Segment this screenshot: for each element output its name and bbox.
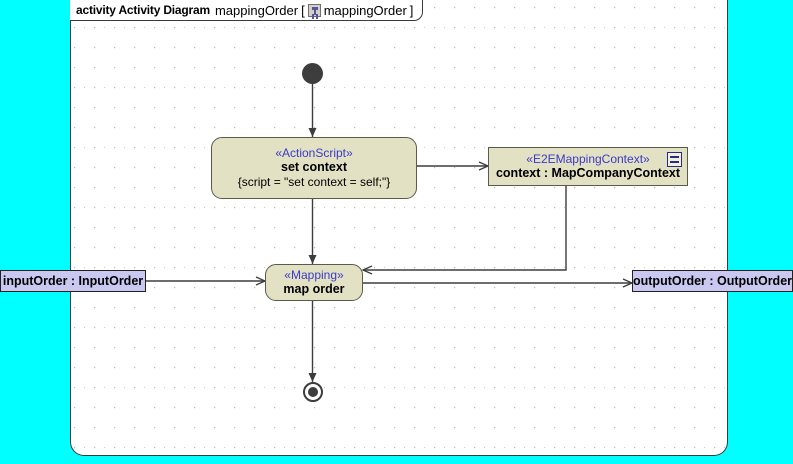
activity-parameter-output-order[interactable]: outputOrder : OutputOrder <box>632 270 793 292</box>
stereotype-label: «ActionScript» <box>275 146 353 160</box>
stereotype-label: «E2EMappingContext» <box>526 151 650 166</box>
parameter-label: inputOrder : InputOrder <box>2 274 144 288</box>
grid-dots-secondary <box>71 0 727 455</box>
object-node-context[interactable]: «E2EMappingContext» context : MapCompany… <box>488 147 688 186</box>
action-script-body: {script = "set context = self;"} <box>237 175 391 189</box>
diagram-keyword: activity Activity Diagram <box>76 3 210 17</box>
parameter-label: outputOrder : OutputOrder <box>633 274 793 288</box>
initial-node[interactable] <box>302 63 323 84</box>
action-name: set context <box>281 160 347 174</box>
diagram-name: mappingOrder <box>214 2 299 18</box>
activity-final-node[interactable] <box>303 382 323 402</box>
bracket-close: ] <box>409 2 414 18</box>
activity-diagram-icon <box>307 3 321 17</box>
object-node-name: context : MapCompanyContext <box>495 165 681 180</box>
activity-diagram-frame <box>70 0 728 456</box>
diagram-title-tab[interactable]: activity Activity Diagram mappingOrder [… <box>70 0 424 21</box>
datastore-icon <box>667 152 682 167</box>
action-node-set-context[interactable]: «ActionScript» set context {script = "se… <box>211 137 417 199</box>
stereotype-label: «Mapping» <box>284 268 344 282</box>
bracket-open: [ <box>301 2 305 18</box>
action-name: map order <box>283 282 345 296</box>
diagram-qualifier: mappingOrder <box>323 2 407 18</box>
action-node-map-order[interactable]: «Mapping» map order <box>265 264 363 301</box>
activity-parameter-input-order[interactable]: inputOrder : InputOrder <box>0 270 146 292</box>
